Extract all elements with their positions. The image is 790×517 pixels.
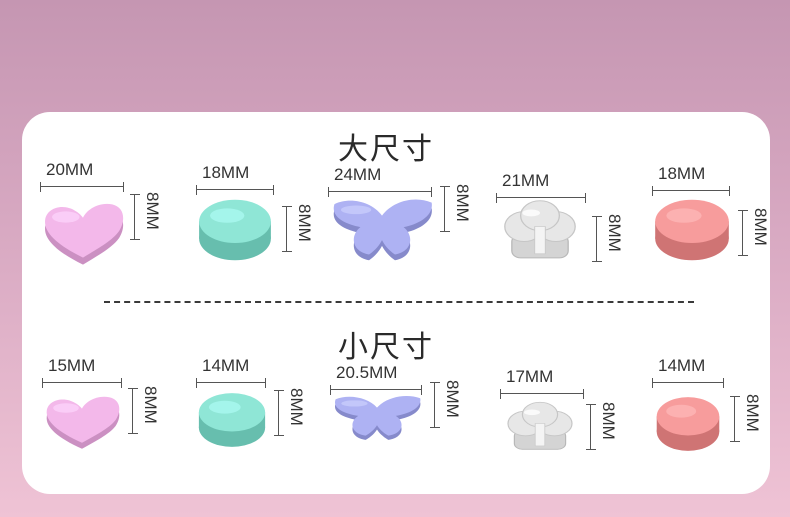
height-dimension-bracket <box>282 206 292 252</box>
width-label: 14MM <box>658 356 706 375</box>
height-dimension-bracket <box>586 404 596 450</box>
height-label: 8MM <box>453 184 472 222</box>
height-dimension-bracket <box>730 396 740 442</box>
height-label: 8MM <box>143 192 162 230</box>
large-heart-bead-0 <box>45 203 124 265</box>
height-dimension-bracket <box>128 388 138 434</box>
width-dimension-bracket <box>330 385 422 395</box>
width-dimension-bracket <box>42 378 122 388</box>
width-dimension-bracket <box>328 187 432 197</box>
small-clover-bead-3 <box>507 401 573 450</box>
width-label: 20MM <box>46 160 94 179</box>
width-dimension-bracket <box>196 378 266 388</box>
small-size-title: 小尺寸 <box>338 330 434 365</box>
large-round-bead-1 <box>199 199 271 261</box>
small-round-bead-4 <box>656 397 720 451</box>
height-label: 8MM <box>743 394 762 432</box>
large-butterfly-bead-2 <box>333 199 432 261</box>
height-label: 8MM <box>141 386 160 424</box>
large-clover-bead-3 <box>504 200 576 259</box>
width-label: 15MM <box>48 356 96 375</box>
section-divider <box>104 301 694 303</box>
height-label: 8MM <box>599 402 618 440</box>
height-dimension-bracket <box>592 216 602 262</box>
height-label: 8MM <box>295 204 314 242</box>
height-dimension-bracket <box>738 210 748 256</box>
height-dimension-bracket <box>440 186 450 232</box>
width-label: 17MM <box>506 367 554 386</box>
width-dimension-bracket <box>652 186 730 196</box>
width-label: 18MM <box>202 163 250 182</box>
width-label: 14MM <box>202 356 250 375</box>
width-label: 21MM <box>502 171 550 190</box>
height-dimension-bracket <box>274 390 284 436</box>
width-label: 20.5MM <box>336 363 398 382</box>
width-label: 18MM <box>658 164 706 183</box>
large-size-title: 大尺寸 <box>338 132 434 167</box>
height-dimension-bracket <box>130 194 140 240</box>
width-label: 24MM <box>334 165 382 184</box>
height-label: 8MM <box>605 214 624 252</box>
small-heart-bead-0 <box>46 396 120 449</box>
width-dimension-bracket <box>40 182 124 192</box>
large-round-bead-4 <box>655 199 729 261</box>
small-round-bead-1 <box>198 393 266 447</box>
width-dimension-bracket <box>652 378 724 388</box>
height-label: 8MM <box>287 388 306 426</box>
small-butterfly-bead-2 <box>334 396 421 440</box>
height-dimension-bracket <box>430 382 440 428</box>
height-label: 8MM <box>443 380 462 418</box>
width-dimension-bracket <box>500 389 584 399</box>
width-dimension-bracket <box>196 185 274 195</box>
height-label: 8MM <box>751 208 770 246</box>
width-dimension-bracket <box>496 193 586 203</box>
